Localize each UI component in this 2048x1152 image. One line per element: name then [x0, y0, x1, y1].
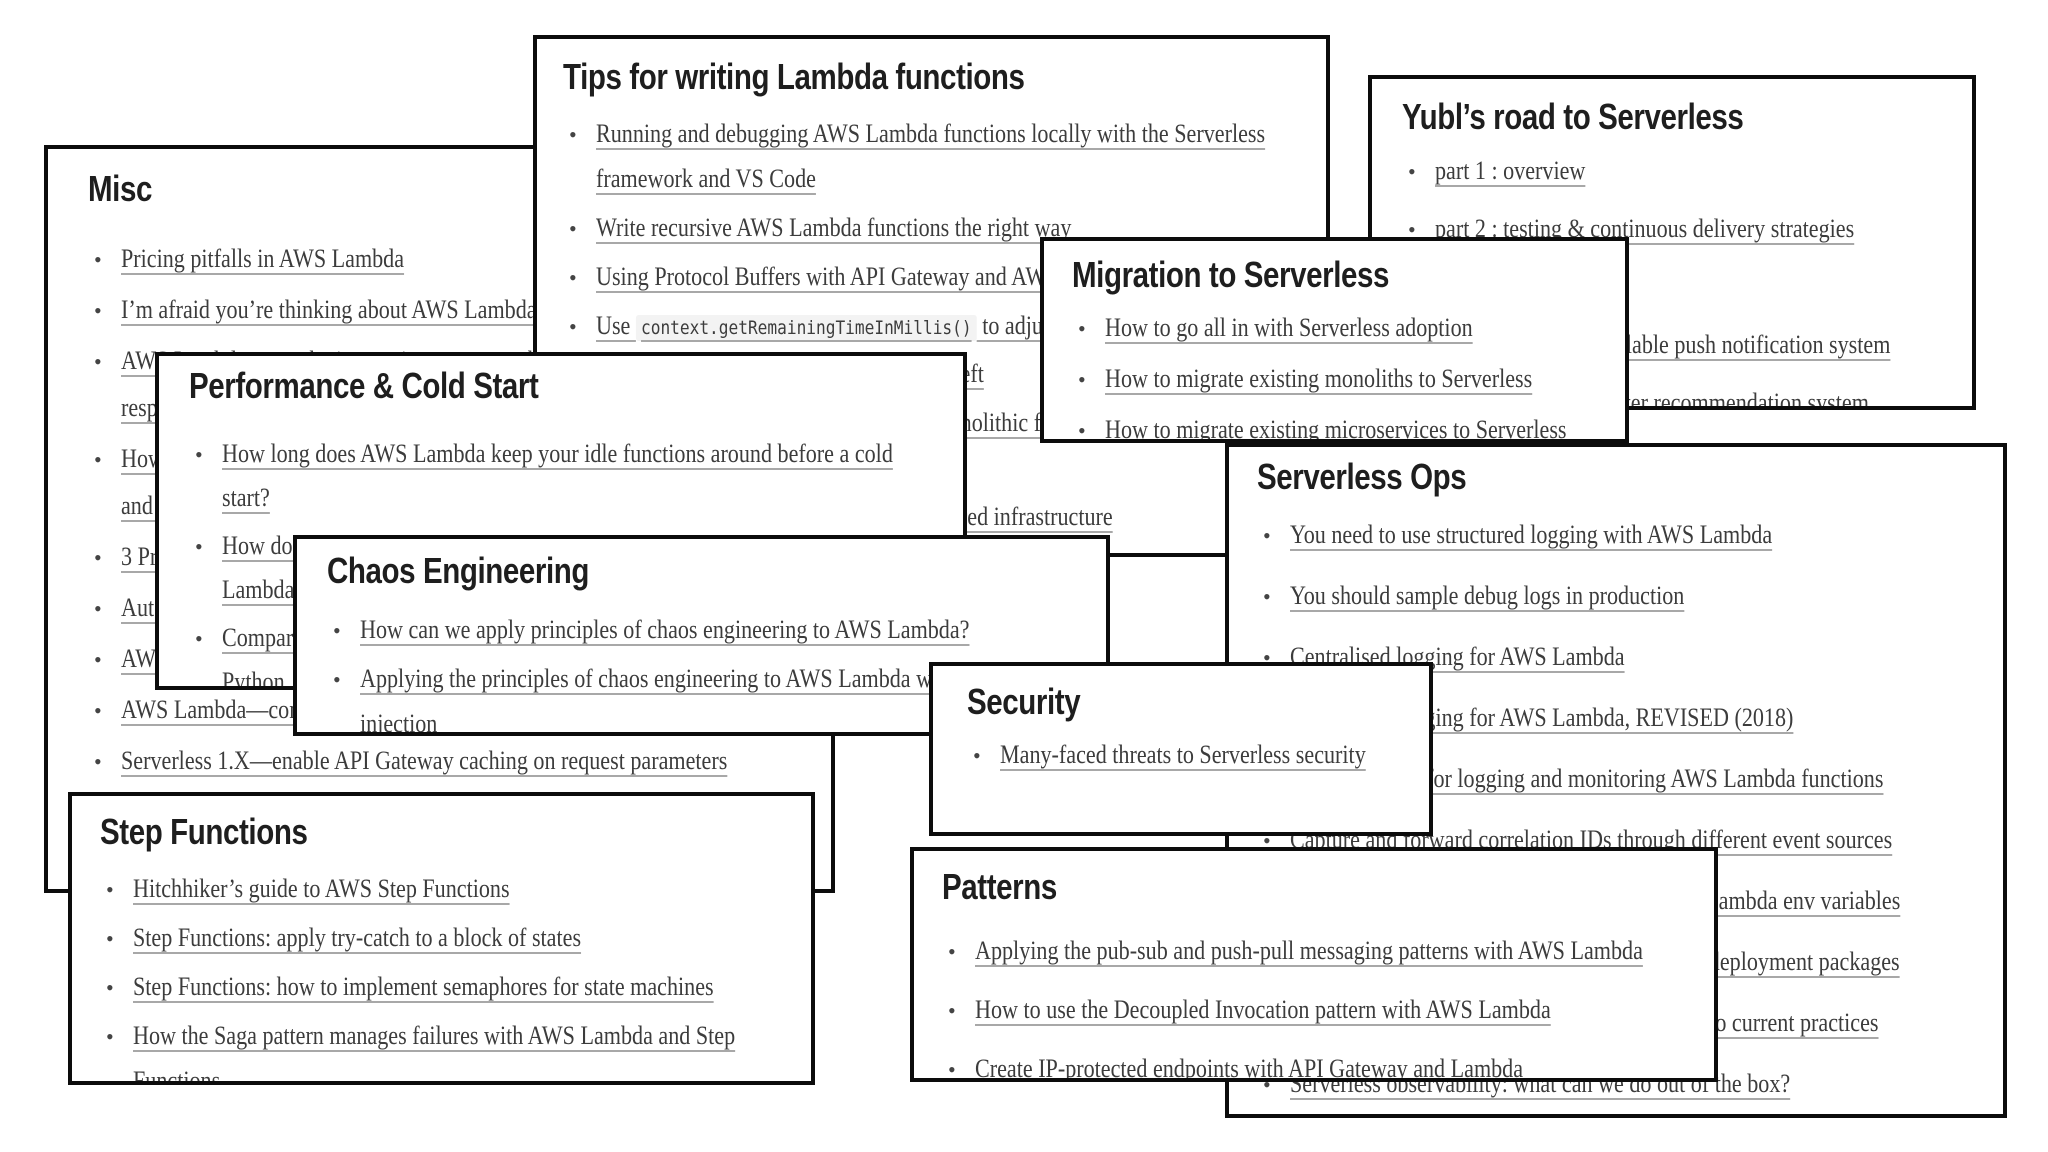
list-item: • How to use the Decoupled Invocation pat… [942, 986, 1700, 1037]
article-link[interactable]: How to migrate existing microservices to… [1105, 415, 1567, 443]
list-item: • How to migrate existing microservices t… [1072, 407, 1617, 443]
article-link[interactable]: How long does AWS Lambda keep your idle … [222, 439, 893, 512]
bullet-icon: • [94, 247, 102, 272]
card-title: Security [967, 681, 1081, 722]
card-patterns: Patterns • Applying the pub-sub and push-… [910, 847, 1718, 1082]
list-item: • Serverless 1.X—enable API Gateway cachi… [88, 737, 811, 788]
list-item: • How can we apply principles of chaos en… [327, 607, 1090, 656]
article-link[interactable]: Many-faced threats to Serverless securit… [1000, 740, 1366, 769]
article-link[interactable]: How to go all in with Serverless adoptio… [1105, 313, 1473, 342]
bullet-icon: • [569, 122, 577, 147]
card-title: Step Functions [100, 811, 308, 852]
list-item: • Pricing pitfalls in AWS Lambda [88, 235, 811, 286]
bullet-icon: • [569, 314, 577, 339]
bullet-icon: • [195, 442, 203, 467]
card-title: Patterns [942, 866, 1057, 907]
list-item: • Create IP-protected endpoints with API … [942, 1045, 1700, 1082]
card-step-functions: Step Functions • Hitchhiker’s guide to AW… [68, 792, 815, 1085]
article-link[interactable]: Step Functions: apply try-catch to a blo… [133, 923, 582, 952]
bullet-icon: • [333, 618, 341, 643]
list-item: • Centralised logging for AWS Lambda [1257, 633, 1993, 684]
bullet-icon: • [948, 998, 956, 1023]
bullet-icon: • [195, 626, 203, 651]
card-title: Yubl’s road to Serverless [1402, 96, 1744, 137]
bullet-icon: • [94, 545, 102, 570]
article-link[interactable]: Create IP-protected endpoints with API G… [975, 1054, 1524, 1082]
article-link[interactable]: Step Functions: how to implement semapho… [133, 972, 714, 1001]
list-item: • You need to use structured logging with… [1257, 511, 1993, 562]
list-item: •part 2 : testing & continuous delivery … [1402, 205, 1962, 256]
article-link[interactable]: part 1 : overview [1435, 156, 1586, 185]
bullet-icon: • [1263, 828, 1271, 853]
bullet-icon: • [106, 926, 114, 951]
article-list: • How to go all in with Serverless adopti… [1072, 305, 1617, 443]
list-item: • part 1 : overview [1402, 147, 1962, 198]
article-link[interactable]: Applying the pub-sub and push-pull messa… [975, 936, 1643, 965]
list-item: • You should sample debug logs in product… [1257, 572, 1993, 623]
card-title: Tips for writing Lambda functions [563, 56, 1025, 97]
article-link[interactable]: How can we apply principles of chaos eng… [360, 615, 970, 644]
bullet-icon: • [1078, 367, 1086, 392]
bullet-icon: • [1263, 523, 1271, 548]
bullet-icon: • [106, 877, 114, 902]
bullet-icon: • [333, 667, 341, 692]
bullet-icon: • [1408, 217, 1416, 242]
article-link[interactable]: Serverless 1.X—enable API Gateway cachin… [121, 746, 728, 775]
list-item: • Running and debugging AWS Lambda functi… [563, 111, 1310, 205]
card-title: Performance & Cold Start [189, 365, 539, 406]
bullet-icon: • [195, 534, 203, 559]
article-list: • Hitchhiker’s guide to AWS Step Function… [100, 866, 797, 1085]
list-item: • Hitchhiker’s guide to AWS Step Function… [100, 866, 797, 915]
bullet-icon: • [94, 749, 102, 774]
bullet-icon: • [106, 975, 114, 1000]
article-link[interactable]: You should sample debug logs in producti… [1290, 581, 1685, 610]
article-link[interactable]: How to migrate existing monoliths to Ser… [1105, 364, 1533, 393]
bullet-icon: • [973, 743, 981, 768]
bullet-icon: • [94, 349, 102, 374]
bullet-icon: • [1078, 316, 1086, 341]
bullet-icon: • [1408, 159, 1416, 184]
list-item: • Step Functions: apply try-catch to a bl… [100, 915, 797, 964]
article-link[interactable]: You need to use structured logging with … [1290, 520, 1773, 549]
article-link[interactable]: How the Saga pattern manages failures wi… [133, 1021, 736, 1085]
list-item: • How to go all in with Serverless adopti… [1072, 305, 1617, 354]
list-item: • Many-faced threats to Serverless securi… [967, 732, 1419, 781]
bullet-icon: • [94, 698, 102, 723]
bullet-icon: • [94, 298, 102, 323]
article-link[interactable]: Write recursive AWS Lambda functions the… [596, 213, 1072, 242]
article-link[interactable]: Running and debugging AWS Lambda functio… [596, 119, 1266, 193]
bullet-icon: • [94, 647, 102, 672]
list-item: • Step Functions: how to implement semaph… [100, 964, 797, 1013]
bullet-icon: • [1263, 1072, 1271, 1097]
card-title: Serverless Ops [1257, 456, 1467, 497]
list-item: • Applying the pub-sub and push-pull mess… [942, 927, 1700, 978]
bullet-icon: • [569, 216, 577, 241]
list-item: • How the Saga pattern manages failures w… [100, 1013, 797, 1085]
article-link[interactable]: How to use the Decoupled Invocation patt… [975, 995, 1551, 1024]
bullet-icon: • [1078, 418, 1086, 443]
bullet-icon: • [948, 1057, 956, 1082]
article-link[interactable]: Centralised logging for AWS Lambda [1290, 642, 1625, 671]
card-title: Migration to Serverless [1072, 254, 1390, 295]
article-list: • Applying the pub-sub and push-pull mess… [942, 927, 1700, 1082]
bullet-icon: • [1263, 584, 1271, 609]
list-item: • How long does AWS Lambda keep your idle… [189, 432, 947, 524]
list-item: • Write recursive AWS Lambda functions th… [563, 205, 1310, 254]
card-security: Security • Many-faced threats to Serverle… [929, 662, 1433, 836]
bullet-icon: • [94, 447, 102, 472]
article-link[interactable]: Applying the principles of chaos enginee… [360, 664, 1025, 736]
bullet-icon: • [569, 265, 577, 290]
list-item: • How to migrate existing monoliths to Se… [1072, 356, 1617, 405]
card-title: Chaos Engineering [327, 550, 590, 591]
inline-code: context.getRemainingTimeInMillis() [635, 315, 977, 341]
card-title: Misc [88, 168, 152, 209]
bullet-icon: • [106, 1024, 114, 1049]
article-link[interactable]: Hitchhiker’s guide to AWS Step Functions [133, 874, 510, 903]
article-link[interactable]: Pricing pitfalls in AWS Lambda [121, 244, 405, 273]
article-list: • Many-faced threats to Serverless securi… [967, 732, 1419, 781]
bullet-icon: • [94, 596, 102, 621]
bullet-icon: • [948, 939, 956, 964]
bullet-icon: • [1263, 645, 1271, 670]
card-migration-to-serverless: Migration to Serverless • How to go all i… [1040, 237, 1629, 443]
